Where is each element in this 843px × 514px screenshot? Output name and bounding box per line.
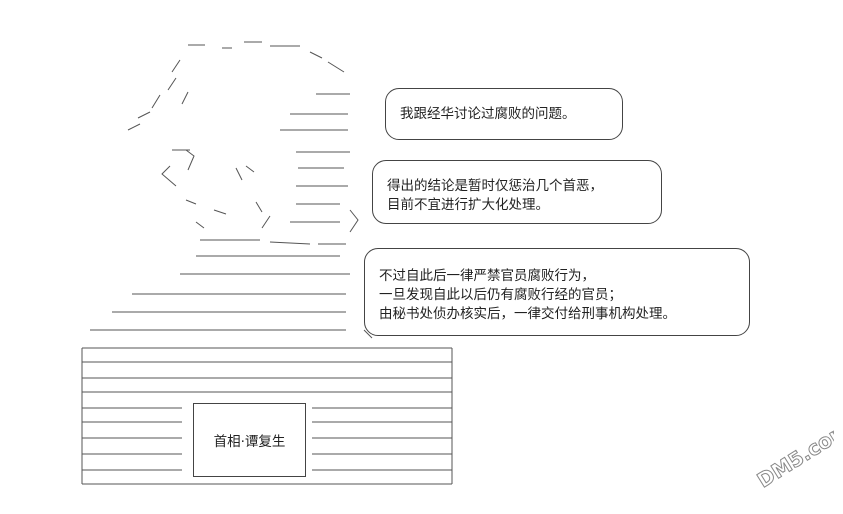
speech-line: 我跟经华讨论过腐败的问题。 [400,106,576,122]
speech-bubble-2: 得出的结论是暂时仅惩治几个首恶， 目前不宜进行扩大化处理。 [372,160,662,224]
speech-line: 由秘书处侦办核实后，一律交付给刑事机构处理。 [379,306,676,322]
speech-line: 不过自此后一律严禁官员腐败行为， [379,268,595,284]
name-plate: 首相·谭复生 [193,403,306,477]
speech-bubble-3: 不过自此后一律严禁官员腐败行为， 一旦发现自此以后仍有腐败行经的官员； 由秘书处… [364,248,750,336]
speech-bubble-1: 我跟经华讨论过腐败的问题。 [385,88,623,140]
watermark-text: DM5.com [753,420,834,492]
name-plate-label: 首相·谭复生 [213,434,286,450]
speech-line: 目前不宜进行扩大化处理。 [387,197,549,213]
watermark-logo: DM5.com [752,420,834,493]
speech-line: 得出的结论是暂时仅惩治几个首恶， [387,178,603,194]
speech-line: 一旦发现自此以后仍有腐败行经的官员； [379,287,622,303]
